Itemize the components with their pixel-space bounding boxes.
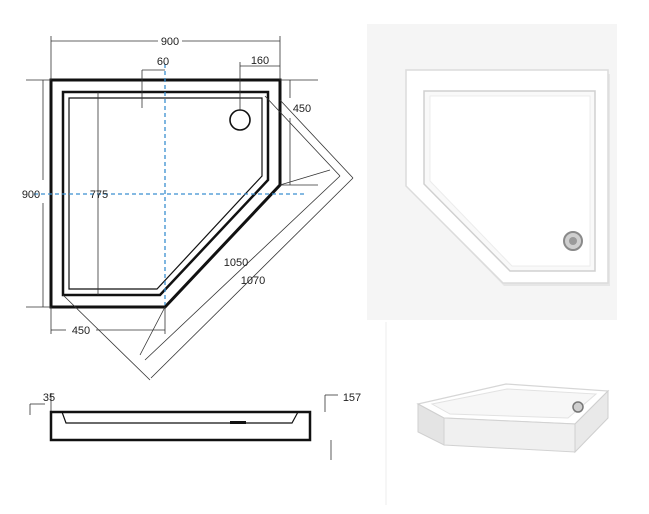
tray-outline-inner: [61, 90, 270, 297]
dim-corner-side-bottom: 450: [72, 325, 90, 337]
dim-drain-offset-right: 160: [251, 55, 269, 67]
dim-diagonal-outer: 1070: [241, 275, 265, 287]
dim-total-height: 157: [343, 392, 361, 404]
side-view: 35 157: [29, 392, 361, 460]
tray-outline-outer: [49, 78, 282, 309]
dim-drain-offset-top: 60: [157, 56, 169, 68]
dim-left-height: 900: [22, 189, 40, 201]
drain-icon: [229, 109, 251, 131]
plan-view: 900 60 160 450 900 775 1050 1070: [22, 36, 354, 381]
dim-top-width: 900: [161, 36, 179, 48]
drain-outlet: [230, 421, 246, 424]
tray-profile: [49, 410, 312, 442]
dim-diagonal-inner: 1050: [224, 257, 248, 269]
dim-rim-thickness: 35: [43, 392, 55, 404]
product-photo-top: [367, 24, 617, 320]
dim-corner-side-right: 450: [293, 103, 311, 115]
tray-profile-rim: [61, 411, 299, 424]
product-photo-perspective: [385, 322, 610, 505]
drain-icon-photo-perspective: [572, 401, 584, 413]
tray-outline-inner2: [68, 97, 263, 290]
dim-inner-width: 775: [90, 189, 108, 201]
